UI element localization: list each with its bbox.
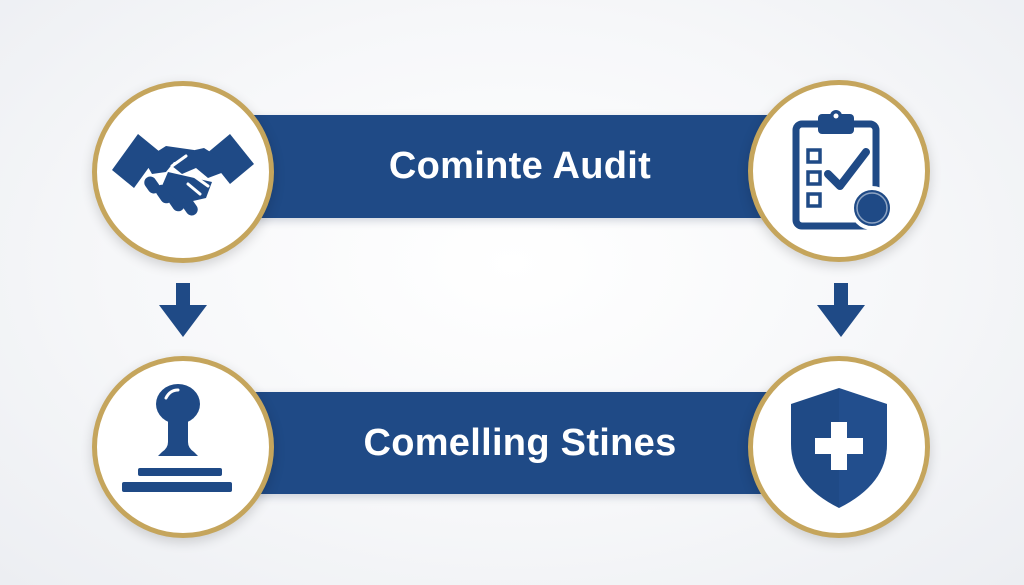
top-banner: Cominte Audit	[188, 115, 828, 218]
down-arrow-right	[817, 283, 865, 337]
handshake-node	[92, 81, 274, 263]
down-arrow-left	[159, 283, 207, 337]
shield-node	[748, 356, 930, 538]
checklist-node	[748, 80, 930, 262]
stamp-icon	[122, 384, 232, 492]
top-banner-label: Cominte Audit	[388, 145, 652, 187]
checklist-clipboard-icon	[792, 110, 894, 230]
handshake-icon	[112, 134, 254, 216]
shield-plus-icon	[791, 388, 887, 508]
stamp-node	[92, 356, 274, 538]
bottom-banner: Comelling Stines	[188, 392, 828, 494]
bottom-banner-label: Comelling Stines	[363, 421, 677, 464]
